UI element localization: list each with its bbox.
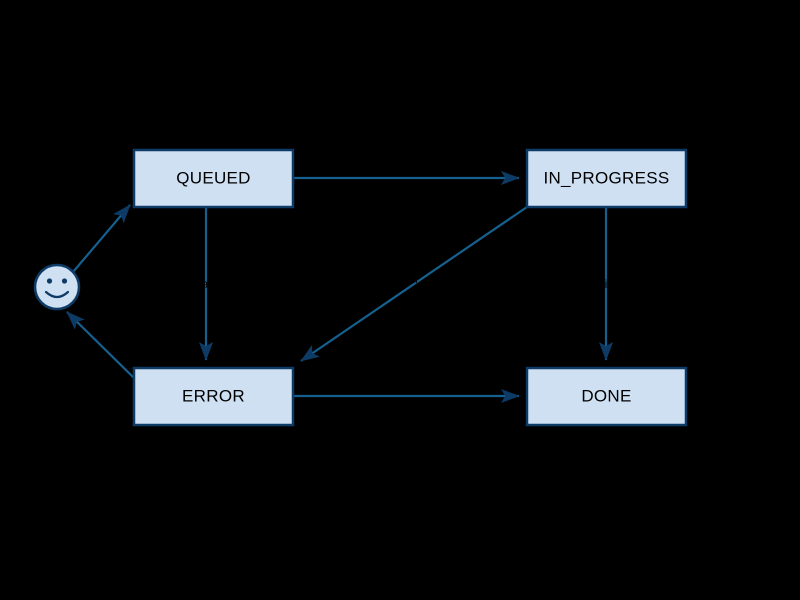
edge-queued-to-error[interactable]: fail: [198, 207, 214, 361]
edge-label: finish: [592, 277, 620, 291]
edge-in-progress-to-error[interactable]: fail: [300, 206, 528, 362]
smiley-face-icon: [33, 263, 81, 311]
state-label: ERROR: [182, 386, 245, 405]
edge-label: start: [397, 164, 421, 178]
state-node-in-progress[interactable]: IN_PROGRESS: [525, 148, 688, 209]
edge-label: fail: [402, 272, 417, 286]
edge-line: [66, 311, 135, 379]
smiley-right-eye-icon: [61, 278, 68, 284]
state-node-error[interactable]: ERROR: [132, 366, 295, 427]
state-node-done[interactable]: DONE: [525, 366, 688, 427]
state-box: [525, 148, 688, 209]
state-node-queued[interactable]: QUEUED: [132, 148, 295, 209]
edge-label: fail: [198, 277, 213, 291]
state-box: [132, 148, 295, 209]
edge-line: [72, 204, 131, 273]
state-label: QUEUED: [176, 168, 251, 187]
edge-error-to-start[interactable]: [66, 311, 135, 379]
start-node[interactable]: [33, 263, 81, 311]
smiley-left-eye-icon: [46, 278, 53, 284]
edge-queued-to-in-progress[interactable]: start: [293, 164, 520, 186]
edge-start-to-queued[interactable]: [72, 204, 131, 273]
edge-in-progress-to-done[interactable]: finish: [592, 207, 620, 361]
state-box: [132, 366, 295, 427]
state-label: IN_PROGRESS: [543, 168, 669, 187]
state-label: DONE: [581, 386, 631, 405]
smiley-mouth-icon: [44, 290, 70, 299]
state-box: [525, 366, 688, 427]
edge-line: [300, 206, 528, 362]
